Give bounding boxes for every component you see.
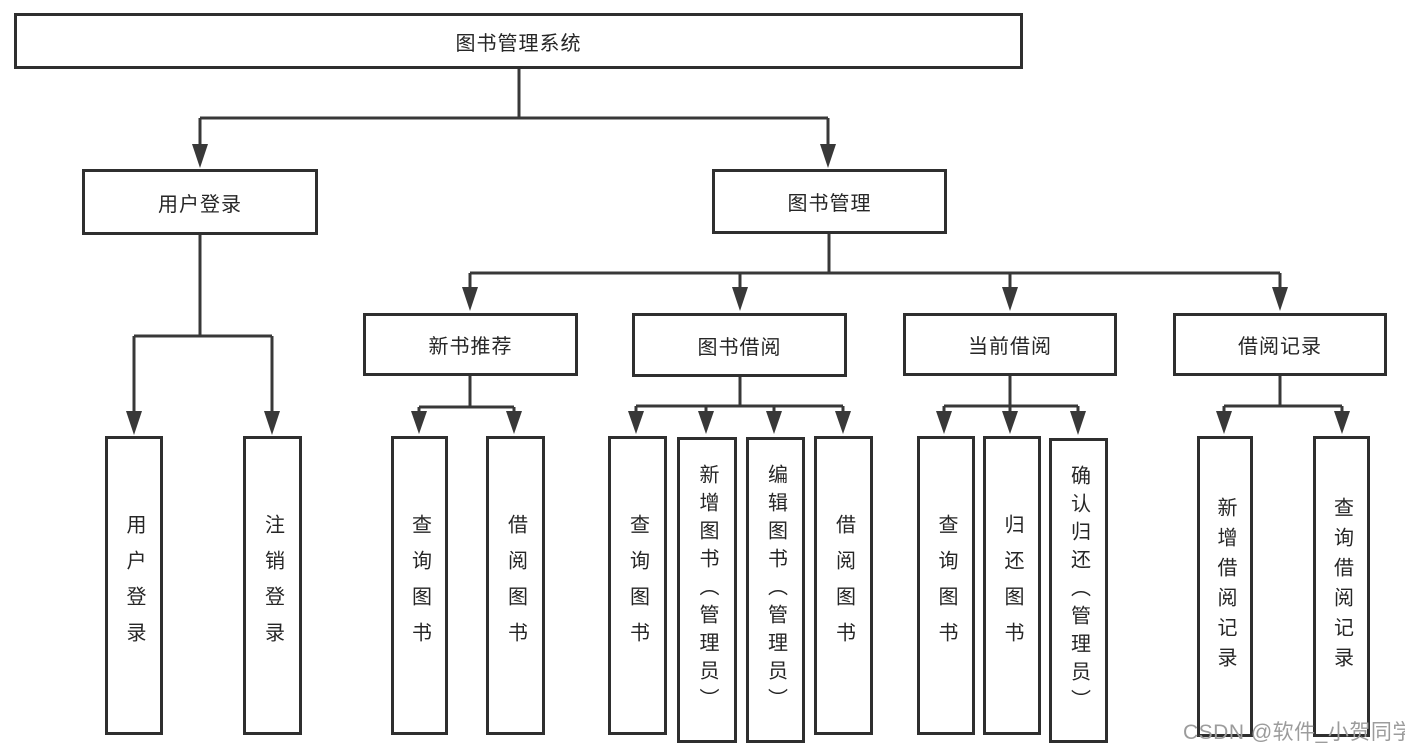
node-user-login: 用户登录 — [82, 169, 318, 235]
leaf-borrow-books: 借阅图书 — [814, 436, 873, 735]
leaf-logout: 注销登录 — [243, 436, 302, 735]
connector-user-login-children — [126, 235, 280, 435]
leaf-return-books: 归还图书 — [983, 436, 1041, 735]
leaf-add-books-admin: 新增图书（管理员） — [677, 437, 737, 743]
leaf-current-query-books: 查询图书 — [917, 436, 975, 735]
connector-book-borrow-children — [628, 377, 851, 434]
node-book-management: 图书管理 — [712, 169, 947, 234]
connector-new-book-children — [411, 376, 522, 434]
leaf-query-borrow-record: 查询借阅记录 — [1313, 436, 1370, 737]
leaf-borrow-query-books: 查询图书 — [608, 436, 667, 735]
node-current-borrow: 当前借阅 — [903, 313, 1117, 376]
leaf-confirm-return-admin: 确认归还（管理员） — [1049, 438, 1108, 743]
leaf-add-borrow-record: 新增借阅记录 — [1197, 436, 1253, 737]
node-book-borrow: 图书借阅 — [632, 313, 847, 377]
leaf-edit-books-admin: 编辑图书（管理员） — [746, 437, 805, 743]
connector-book-mgmt-children — [462, 234, 1288, 311]
connector-borrow-records-children — [1216, 376, 1350, 434]
connector-current-borrow-children — [936, 376, 1086, 435]
node-library-system: 图书管理系统 — [14, 13, 1023, 69]
csdn-watermark: CSDN @软件_小贺同学 — [1183, 721, 1405, 744]
node-borrow-records: 借阅记录 — [1173, 313, 1387, 376]
node-new-book-recommend: 新书推荐 — [363, 313, 578, 376]
leaf-newbook-query-books: 查询图书 — [391, 436, 448, 735]
leaf-user-login: 用户登录 — [105, 436, 163, 735]
leaf-newbook-borrow-books: 借阅图书 — [486, 436, 545, 735]
connector-root-to-level1 — [192, 69, 836, 168]
